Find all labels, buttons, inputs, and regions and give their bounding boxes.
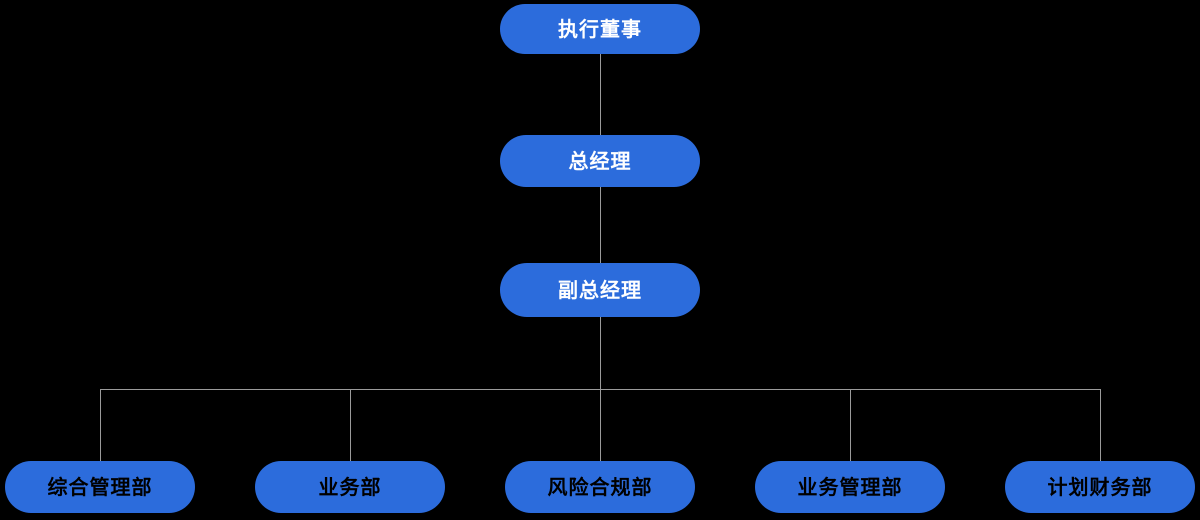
edge-general-manager-to-deputy-general-manager [599, 187, 601, 263]
node-label: 计划财务部 [1047, 475, 1153, 499]
org-node-general-manager: 总经理 [500, 135, 700, 187]
org-node-dept-risk-compliance: 风险合规部 [505, 461, 695, 513]
edge-rail-to-dept-5 [1099, 389, 1101, 461]
node-label: 业务部 [318, 475, 382, 499]
node-label: 总经理 [568, 149, 632, 173]
org-node-dept-business: 业务部 [255, 461, 445, 513]
edge-rail-to-dept-1 [99, 389, 101, 461]
edge-rail-to-dept-2 [349, 389, 351, 461]
org-node-executive-director: 执行董事 [500, 4, 700, 54]
org-node-dept-business-management: 业务管理部 [755, 461, 945, 513]
node-label: 业务管理部 [797, 475, 903, 499]
edge-executive-director-to-general-manager [599, 54, 601, 135]
edge-rail-to-dept-4 [849, 389, 851, 461]
node-label: 综合管理部 [47, 475, 153, 499]
org-node-dept-comprehensive-management: 综合管理部 [5, 461, 195, 513]
node-label: 风险合规部 [547, 475, 653, 499]
node-label: 副总经理 [558, 278, 642, 302]
node-label: 执行董事 [558, 17, 642, 41]
org-node-dept-planning-finance: 计划财务部 [1005, 461, 1195, 513]
org-node-deputy-general-manager: 副总经理 [500, 263, 700, 317]
edge-department-rail [99, 389, 1101, 390]
